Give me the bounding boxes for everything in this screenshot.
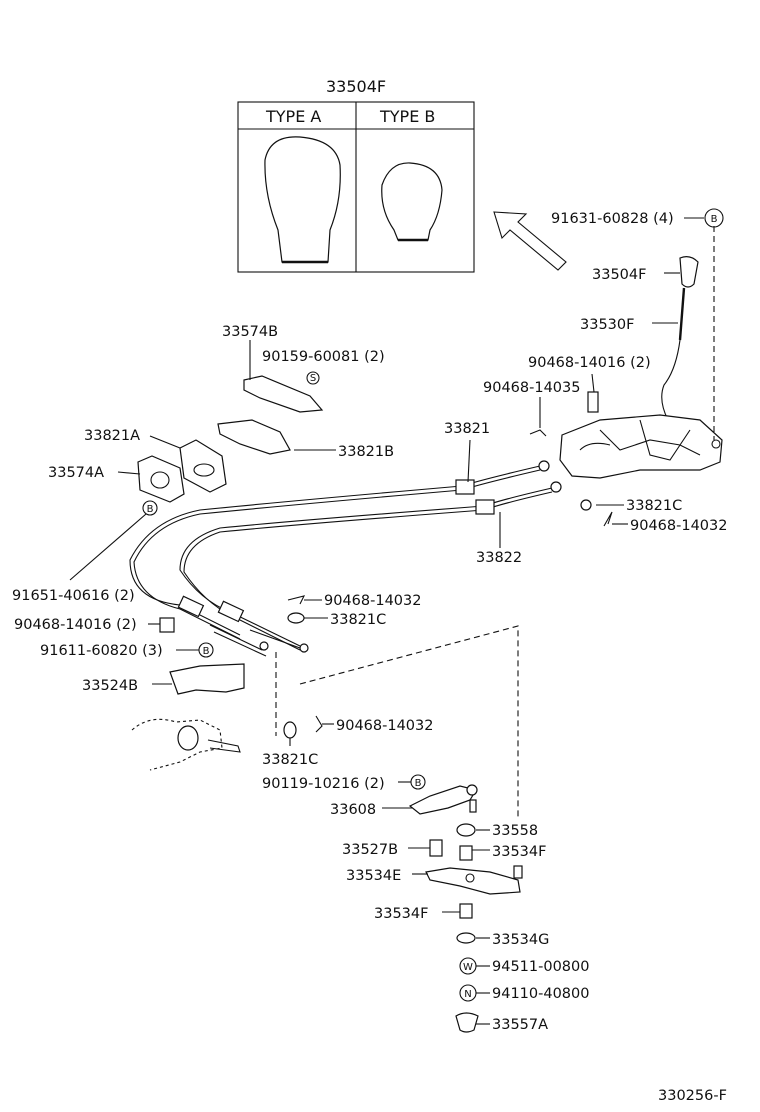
label-33821c-mid: 33821C — [330, 612, 386, 628]
label-33524b: 33524B — [82, 678, 138, 694]
cable-end-fittings — [177, 595, 309, 657]
figure-id: 330256-F — [658, 1088, 727, 1104]
bracket-33574b — [243, 375, 324, 413]
bracket-33574a — [137, 455, 185, 503]
label-91651-40616: 91651-40616 (2) — [12, 588, 135, 604]
label-33534e: 33534E — [346, 868, 401, 884]
plate-33821b — [217, 419, 291, 455]
clip-90468-14032-low — [315, 715, 323, 733]
bracket-33524b — [169, 663, 245, 695]
label-90468-14016-left: 90468-14016 (2) — [14, 617, 137, 633]
plate-33821a — [179, 439, 227, 493]
label-33534f-b: 33534F — [374, 906, 428, 922]
bolt-circle-b-top: B — [704, 208, 724, 228]
washer-33821c-low — [283, 721, 297, 739]
cable-33822 — [179, 481, 562, 651]
label-90468-14032-right: 90468-14032 — [630, 518, 728, 534]
lever-33608 — [408, 785, 477, 815]
clip-90468-14016-left — [159, 617, 175, 633]
clip-90468-14016-top — [587, 391, 599, 413]
knob-type-b-shape — [381, 162, 443, 241]
bolt-circle-b-low: B — [410, 774, 426, 790]
svg-text:B: B — [711, 214, 718, 225]
svg-text:B: B — [203, 646, 210, 657]
label-33527b: 33527B — [342, 842, 398, 858]
label-33558: 33558 — [492, 823, 538, 839]
shift-lever-assembly — [559, 256, 723, 479]
nut-circle-s — [306, 371, 320, 385]
washer-33821c-mid — [287, 612, 305, 624]
bushing-33534f-b — [459, 903, 473, 919]
knob-type-box — [237, 101, 475, 273]
label-94110-40800: 94110-40800 — [492, 986, 590, 1002]
label-91631-60828: 91631-60828 (4) — [551, 211, 674, 227]
label-91611-60820: 91611-60820 (3) — [40, 643, 163, 659]
cable-33821 — [129, 460, 550, 640]
washer-33821c-right — [580, 499, 592, 511]
svg-text:B: B — [147, 504, 154, 515]
label-33821b: 33821B — [338, 444, 394, 460]
label-33821a: 33821A — [84, 428, 140, 444]
svg-text:W: W — [463, 962, 473, 973]
knob-reference-label: 33504F — [326, 77, 386, 96]
washer-circle-w: W — [459, 957, 477, 975]
clip-90468-14032-right — [603, 511, 613, 527]
label-33530f: 33530F — [580, 317, 634, 333]
label-33821c-right: 33821C — [626, 498, 682, 514]
label-90159-60081: 90159-60081 (2) — [262, 349, 385, 365]
clip-90468-14032-mid — [287, 595, 306, 605]
direction-arrow — [493, 211, 567, 271]
label-33504f: 33504F — [592, 267, 646, 283]
clip-90468-14035 — [529, 429, 547, 437]
label-90119-10216: 90119-10216 (2) — [262, 776, 385, 792]
nut-circle-n: N — [459, 984, 477, 1002]
leader-lines — [69, 217, 704, 1025]
bushing-33527b — [429, 839, 443, 857]
linkage-dashed-leader — [299, 625, 519, 820]
washer-33534g — [456, 932, 476, 944]
label-33534f-a: 33534F — [492, 844, 546, 860]
svg-text:B: B — [415, 778, 422, 789]
label-90468-14035: 90468-14035 — [483, 380, 581, 396]
label-33821c-low: 33821C — [262, 752, 318, 768]
bolt-circle-b-mid: B — [198, 642, 214, 658]
type-a-header: TYPE A — [265, 107, 321, 126]
knob-type-a-shape — [264, 136, 341, 263]
svg-text:S: S — [310, 373, 316, 384]
type-b-header: TYPE B — [379, 107, 435, 126]
label-33608: 33608 — [330, 802, 376, 818]
label-94511-00800: 94511-00800 — [492, 959, 590, 975]
label-33822: 33822 — [476, 550, 522, 566]
bushing-33534f-a — [459, 845, 473, 861]
label-90468-14032-mid: 90468-14032 — [324, 593, 422, 609]
label-33557a: 33557A — [492, 1017, 548, 1033]
label-90468-14016-top: 90468-14016 (2) — [528, 355, 651, 371]
bolt-circle-b-left: B — [142, 500, 158, 516]
label-33821: 33821 — [444, 421, 490, 437]
bushing-33558 — [456, 823, 476, 837]
label-33574b: 33574B — [222, 324, 278, 340]
svg-text:N: N — [464, 989, 471, 1000]
label-33534g: 33534G — [492, 932, 549, 948]
label-90468-14032-low: 90468-14032 — [336, 718, 434, 734]
transmission-shift-linkage — [131, 718, 241, 771]
label-33574a: 33574A — [48, 465, 104, 481]
cap-33557a — [455, 1012, 479, 1033]
